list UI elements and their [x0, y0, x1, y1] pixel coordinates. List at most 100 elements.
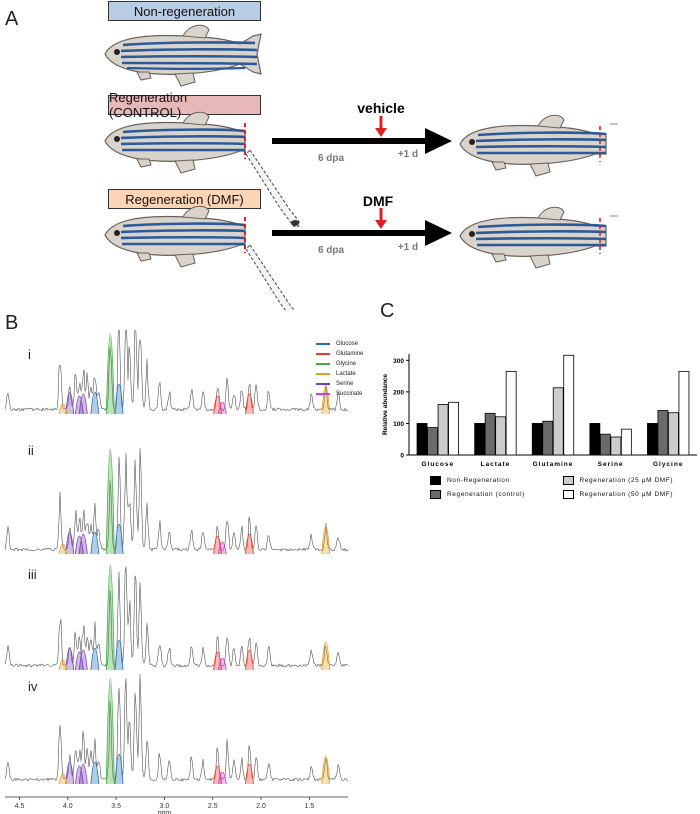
spectrum-trace — [4, 673, 349, 782]
bar — [552, 387, 564, 456]
condition-box-regeneration-dmf: Regeneration (DMF) — [108, 189, 261, 209]
bar — [589, 423, 601, 456]
metabolite-peak — [105, 564, 115, 671]
bar — [610, 436, 622, 456]
metabolite-peak — [217, 401, 227, 415]
metabolite-peak — [217, 541, 227, 555]
plus-day-label-dmf: +1 d — [398, 242, 418, 253]
bar-legend-label: Regeneration (50 μM DMF) — [579, 491, 674, 498]
bar — [542, 420, 554, 456]
nmr-legend-label: Glucose — [336, 341, 359, 347]
bar-legend-item: Non-Regeneration — [430, 476, 563, 485]
category-label: Lactate — [481, 461, 511, 468]
bar — [448, 401, 459, 456]
nmr-legend-label: Serine — [336, 381, 354, 387]
panel-label-c: C — [380, 300, 395, 322]
metabolite-peak — [105, 333, 115, 415]
metabolite-peak — [65, 647, 75, 671]
category-label: Serine — [598, 461, 624, 468]
metabolite-peak — [58, 659, 68, 671]
nmr-legend-swatch — [316, 343, 330, 345]
nmr-legend-swatch — [316, 393, 330, 395]
metabolite-peak — [114, 753, 124, 785]
bar-legend-swatch — [430, 476, 441, 485]
spectrum-trace — [4, 566, 349, 668]
metabolite-peak — [90, 391, 100, 415]
bar — [531, 423, 543, 456]
spectrum-label-ii: ii — [28, 443, 34, 458]
severed-fin-dmf-icon — [245, 244, 300, 310]
nmr-legend-swatch — [316, 383, 330, 385]
nmr-legend-item: Glucose — [316, 339, 363, 349]
bar-legend-swatch — [562, 490, 574, 499]
metabolite-peak — [65, 391, 75, 415]
bar — [668, 412, 679, 456]
metabolite-peak — [65, 761, 75, 785]
experiment-schematic: vehicle 6 dpa +1 d DMF 6 dpa +1 d — [103, 23, 620, 310]
metabolite-peak — [58, 773, 68, 785]
fish-amputated-dmf-icon — [103, 204, 247, 269]
treatment-label-vehicle: vehicle — [357, 100, 405, 116]
metabolite-peak — [78, 533, 88, 555]
metabolite-peak — [74, 765, 84, 785]
panel-label-a: A — [5, 8, 19, 30]
bar — [416, 423, 428, 456]
bar — [678, 370, 690, 456]
bar-legend-swatch — [562, 476, 574, 485]
ppm-tick-label: 4.0 — [63, 803, 73, 810]
metabolite-peak — [74, 535, 84, 555]
severed-fin-control-icon — [245, 149, 300, 228]
metabolite-peak — [90, 647, 100, 671]
panel-label-b: B — [5, 312, 19, 334]
y-tick-label: 0 — [400, 453, 404, 460]
bar-legend-item: Regeneration (control) — [430, 490, 563, 499]
nmr-legend-swatch — [316, 373, 330, 375]
nmr-legend-label: Lactate — [336, 371, 356, 377]
fish-non-regeneration-icon — [103, 23, 263, 88]
bar-legend-label: Non-Regeneration — [447, 477, 510, 484]
fish-regenerated-control-icon — [458, 113, 620, 178]
metabolite-peak — [74, 395, 84, 415]
y-tick-label: 200 — [393, 389, 404, 396]
spectrum-label-i: i — [28, 347, 31, 362]
bar — [474, 423, 486, 456]
ppm-tick-label: 2.5 — [208, 803, 218, 810]
dpa-label-vehicle: 6 dpa — [318, 153, 345, 164]
spectrum-label-iv: iv — [28, 679, 38, 694]
metabolite-peak — [321, 525, 331, 555]
metabolite-peak — [58, 543, 68, 555]
dpa-label-dmf: 6 dpa — [318, 245, 345, 256]
ppm-axis-label: ppm — [158, 810, 172, 814]
metabolite-peak — [65, 531, 75, 555]
metabolite-peak — [245, 649, 254, 671]
bar-legend-label: Regeneration (control) — [447, 491, 525, 498]
nmr-legend-label: Succinate — [336, 391, 363, 397]
condition-box-non-regeneration: Non-regeneration — [108, 1, 261, 21]
bar — [505, 370, 517, 456]
nmr-legend-item: Serine — [316, 379, 363, 389]
metabolite-peak — [78, 649, 88, 671]
nmr-legend-swatch — [316, 363, 330, 365]
metabolite-peak — [245, 533, 254, 555]
bar-legend-item: Regeneration (50 μM DMF) — [562, 490, 696, 499]
bar — [484, 412, 496, 456]
metabolite-peak — [321, 755, 331, 785]
y-tick-label: 100 — [393, 421, 404, 428]
spectrum-label-iii: iii — [28, 567, 37, 582]
bar — [437, 404, 449, 456]
ppm-tick-label: 2.0 — [256, 803, 266, 810]
metabolite-peak — [78, 763, 88, 785]
metabolite-peak — [245, 393, 254, 415]
fish-amputated-control-icon — [103, 110, 247, 175]
metabolite-peak — [321, 641, 331, 671]
bar — [563, 354, 575, 456]
y-tick-label: 300 — [393, 358, 404, 365]
metabolite-peak — [114, 383, 124, 415]
metabolite-peak — [105, 448, 115, 555]
category-label: Glutamine — [533, 461, 574, 468]
bar — [647, 423, 658, 456]
